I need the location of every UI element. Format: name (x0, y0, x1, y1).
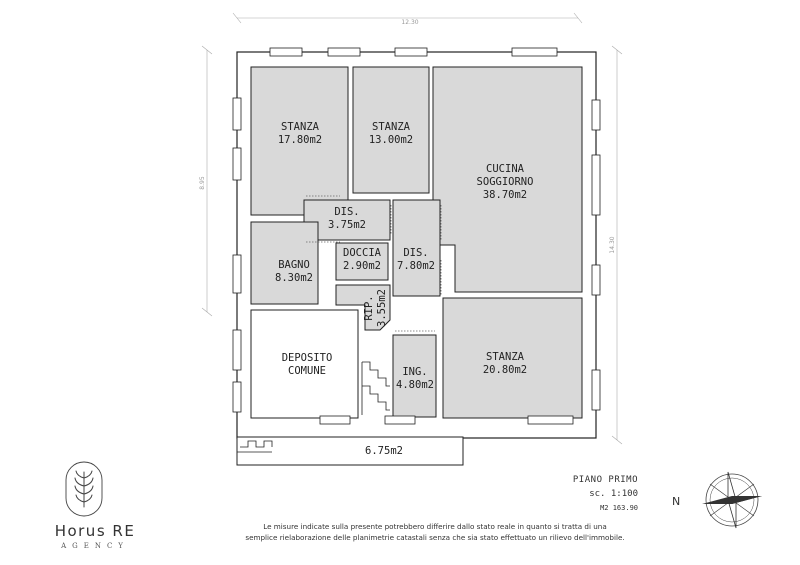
compass-north-label: N (672, 495, 681, 508)
label-dis-2-name: DIS. (403, 247, 428, 259)
dimension-right: 14.30 (609, 236, 616, 253)
total-area-label: M2 163.90 (600, 504, 638, 512)
compass-icon (702, 471, 762, 529)
label-stanza-1-name: STANZA (281, 121, 320, 133)
room-stanza-1 (250, 66, 349, 216)
label-dis-1-area: 3.75m2 (328, 219, 366, 231)
label-stanza-3-area: 20.80m2 (483, 364, 527, 376)
brand-name: Horus RE (54, 522, 136, 540)
label-deposito-name2: COMUNE (288, 365, 326, 377)
disclaimer-line-2: semplice rielaborazione delle planimetri… (245, 533, 625, 542)
label-cucina-name2: SOGGIORNO (477, 176, 534, 188)
room-dis-2 (392, 199, 441, 297)
label-stanza-1-area: 17.80m2 (278, 134, 322, 146)
brand-logo: Horus RE AGENCY (40, 460, 150, 560)
disclaimer-line-1: Le misure indicate sulla presente potreb… (263, 522, 607, 531)
dimension-top: 12.30 (401, 19, 418, 26)
rooms (236, 66, 583, 466)
room-deposito (250, 309, 359, 419)
label-doccia-name: DOCCIA (343, 247, 382, 259)
brand-subtitle: AGENCY (61, 542, 129, 550)
room-labels: STANZA 17.80m2 STANZA 13.00m2 CUCINA SOG… (275, 121, 533, 457)
room-ing (392, 334, 437, 418)
logo-emblem (65, 461, 103, 517)
label-bagno-name: BAGNO (278, 259, 310, 271)
label-dis-1-name: DIS. (334, 206, 359, 218)
label-terrace-area: 6.75m2 (365, 445, 403, 457)
staircase (237, 361, 390, 453)
label-cucina-area: 38.70m2 (483, 189, 527, 201)
room-doccia (335, 242, 389, 281)
label-cucina-name: CUCINA (486, 163, 525, 175)
label-ing-name: ING. (402, 366, 427, 378)
label-dis-2-area: 7.80m2 (397, 260, 435, 272)
label-stanza-2-area: 13.00m2 (369, 134, 413, 146)
dimension-lines (201, 12, 623, 445)
label-deposito-name: DEPOSITO (282, 352, 333, 364)
room-bagno (250, 221, 319, 305)
label-stanza-3-name: STANZA (486, 351, 525, 363)
room-rip (335, 284, 391, 331)
door-openings (306, 195, 442, 332)
room-stanza-3 (442, 297, 583, 419)
floor-label: PIANO PRIMO (572, 475, 638, 485)
label-bagno-area: 8.30m2 (275, 272, 313, 284)
label-ing-area: 4.80m2 (396, 379, 434, 391)
room-stanza-2 (352, 66, 430, 194)
windows (232, 47, 601, 425)
dimension-left: 8.95 (199, 176, 206, 190)
label-rip-area: 3.55m2 (376, 289, 388, 327)
scale-label: sc. 1:100 (589, 489, 638, 499)
plan-legend: PIANO PRIMO sc. 1:100 M2 163.90 (520, 475, 638, 512)
disclaimer: Le misure indicate sulla presente potreb… (205, 521, 665, 543)
room-terrace (236, 436, 464, 466)
label-stanza-2-name: STANZA (372, 121, 411, 133)
label-rip-name: RIP. (363, 295, 375, 320)
label-doccia-area: 2.90m2 (343, 260, 381, 272)
